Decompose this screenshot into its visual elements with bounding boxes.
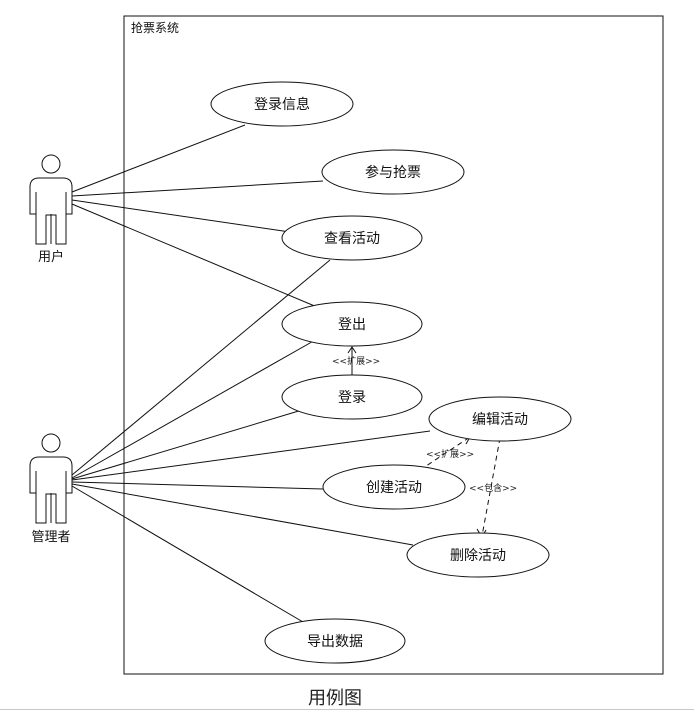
usecase-logout (281, 301, 423, 347)
usecase-join-ticket (321, 149, 465, 195)
usecase-login (281, 374, 423, 420)
extend-create-edit-line (419, 436, 471, 471)
include-label: <<包含>> (469, 482, 517, 494)
usecase-login-label: 登录 (338, 390, 366, 406)
actor-admin-figure (29, 433, 73, 524)
usecase-delete-activity-label: 删除活动 (450, 548, 506, 564)
extend-label-1: <<扩展>> (332, 355, 380, 367)
usecase-create-activity-label: 创建活动 (366, 480, 422, 496)
bottom-divider (0, 709, 694, 710)
usecase-edit-activity-label: 编辑活动 (472, 412, 528, 428)
actor-admin-label: 管理者 (31, 530, 70, 545)
actor-user-figure (29, 154, 73, 245)
assoc-user-login-info (71, 124, 246, 193)
assoc-admin-logout (71, 338, 318, 479)
assoc-admin-edit-activity (71, 430, 431, 481)
include-edit-delete-line (481, 437, 501, 537)
assoc-admin-create-activity (71, 481, 324, 490)
assoc-user-view-activity (71, 199, 291, 233)
usecase-edit-activity (428, 396, 572, 442)
usecase-delete-activity (406, 532, 550, 578)
assoc-admin-login (71, 409, 303, 480)
actor-user-label: 用户 (38, 249, 64, 265)
usecase-login-info (210, 81, 354, 127)
assoc-admin-view-activity (71, 259, 331, 476)
assoc-user-join-ticket (71, 180, 324, 197)
usecase-create-activity (322, 464, 466, 510)
system-boundary (123, 15, 664, 675)
assoc-admin-export-data (71, 485, 304, 623)
usecase-view-activity-label: 查看活动 (324, 231, 380, 247)
extend-login-logout-arrow (347, 346, 357, 354)
usecase-export-data-label: 导出数据 (307, 634, 363, 650)
actor-user-body (29, 177, 73, 245)
assoc-admin-delete-activity (71, 483, 414, 546)
usecase-login-info-label: 登录信息 (254, 96, 310, 113)
actor-admin-head (41, 433, 61, 453)
actor-user-head (41, 154, 61, 174)
usecase-export-data (264, 618, 406, 664)
actor-admin-body (29, 456, 73, 524)
system-name: 抢票系统 (131, 20, 179, 35)
usecase-join-ticket-label: 参与抢票 (365, 164, 421, 181)
usecase-view-activity (281, 215, 423, 261)
assoc-user-logout (71, 203, 318, 308)
extend-label-2: <<扩展>> (426, 448, 474, 460)
figure-caption: 用例图 (308, 688, 362, 709)
usecase-logout-label: 登出 (338, 317, 366, 333)
